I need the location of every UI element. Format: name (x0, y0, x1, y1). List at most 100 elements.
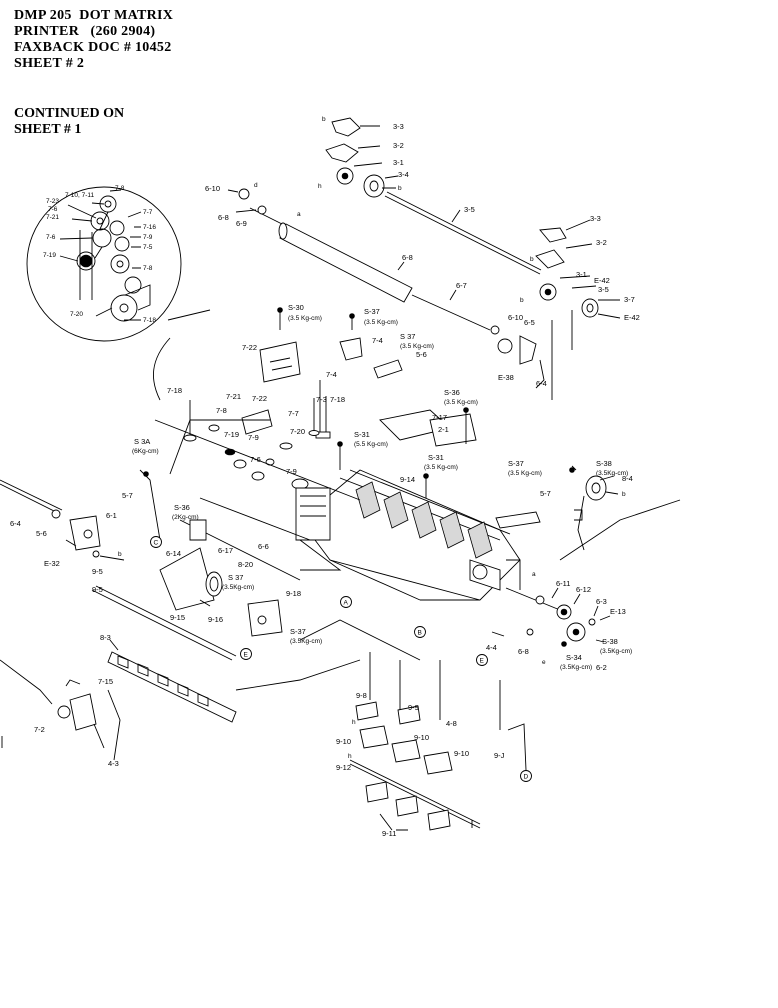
label-4-4: 4-4 (486, 643, 497, 652)
label-3-7: 3-7 (624, 295, 635, 304)
label-6-7: 6-7 (456, 281, 467, 290)
label-3-3b: 3-3 (590, 214, 601, 223)
inset-label-7-10-7-11: 7-10, 7-11 (65, 192, 95, 199)
inset-label-7-18: 7-18 (143, 317, 156, 324)
inset-label-7-21: 7-21 (46, 214, 59, 221)
label-9-j: 9-J (494, 751, 505, 760)
label-3-1b: 3-1 (576, 270, 587, 279)
label-3-1a: 3-1 (393, 158, 404, 167)
label-9-5: 9-5 (92, 567, 103, 576)
label-7-17: 7-17 (432, 413, 447, 422)
label-s-34b-torque: (3.5Kg-cm) (560, 664, 592, 671)
label-6-4b: 6-4 (10, 519, 21, 528)
continued-line-2: SHEET # 1 (14, 122, 82, 137)
label-s-37e: S-37 (290, 627, 306, 636)
label-s-34b: S-34 (566, 653, 582, 662)
label-s-38a: S-38 (596, 459, 612, 468)
label-e-38: E-38 (498, 373, 514, 382)
label-s-36b: S-36 (174, 503, 190, 512)
inset-label-7-5: 7-5 (143, 244, 153, 251)
ref-h-3: h (348, 753, 352, 760)
label-7-20a: 7-20 (290, 427, 305, 436)
circle-ref-c: C (154, 540, 159, 547)
label-s-31b-torque: (3.5 Kg-cm) (424, 464, 458, 471)
circle-ref-b: B (418, 630, 422, 637)
label-4-3: 4-3 (108, 759, 119, 768)
doc-header: DMP 205 DOT MATRIX PRINTER (260 2904) FA… (14, 8, 173, 72)
inset-label-7-23: 7-23 (46, 198, 59, 205)
left-side-parts: 6-4 5-6 6-1 E-32 9-5 5-7 S 3A (6Kg-cm) b (0, 437, 161, 576)
label-7-2: 7-2 (34, 725, 45, 734)
label-3-5b: 3-5 (598, 285, 609, 294)
label-9-10c: 9-10 (454, 749, 469, 758)
ref-a-1: a (297, 211, 301, 218)
label-7-4: 7-4 (372, 336, 383, 345)
ref-b-6: b (118, 551, 122, 558)
label-7-18b: 7-18 (330, 395, 345, 404)
label-s-37d-torque: (3.5Kg-cm) (222, 584, 254, 591)
label-7-3: 7-3 (316, 395, 327, 404)
label-s-36a: S-36 (444, 388, 460, 397)
inset-label-7-8b: 7-8 (143, 265, 153, 272)
inset-label-7-20: 7-20 (70, 311, 83, 318)
label-7-18: 7-18 (167, 386, 182, 395)
top-right-gear-cluster: 3-3 3-2 3-1 E-42 3-5 3-7 E-42 b b (520, 214, 640, 322)
label-7-19: 7-19 (224, 430, 239, 439)
right-lower-gears: 6-11 6-12 6-3 E-13 S-38 (3.5Kg-cm) 6-8 S… (505, 571, 632, 672)
label-s-36b-torque: (2Kg-cm) (172, 514, 199, 521)
ref-b-4: b (520, 297, 524, 304)
label-6-1: 6-1 (106, 511, 117, 520)
header-line-2: PRINTER (260 2904) (14, 24, 156, 39)
header-line-3: FAXBACK DOC # 10452 (14, 40, 172, 55)
ref-b-2: b (398, 185, 402, 192)
label-5-6b: 5-6 (36, 529, 47, 538)
bar-8-3: 8-3 (91, 585, 237, 723)
label-7-5: 7-4 (326, 370, 337, 379)
label-s-37c: S-37 (508, 459, 524, 468)
label-5-8: 5-7 (540, 489, 551, 498)
label-s-37c-torque: (3.5 Kg-cm) (508, 470, 542, 477)
lower-left-parts: 7-15 7-2 4-3 (0, 659, 121, 768)
circle-ref-d: D (524, 774, 529, 781)
label-2-1: 2-1 (438, 425, 449, 434)
label-s-38a-torque: (3.5Kg-cm) (596, 470, 628, 477)
label-8-4: 8-4 (622, 474, 633, 483)
label-9-16: 9-16 (208, 615, 223, 624)
label-6-9: 6-9 (236, 219, 247, 228)
label-3-4: 3-4 (398, 170, 409, 179)
platen-right-end-parts: 6-10 6-5 E-38 6-4 (490, 310, 573, 400)
label-7-21: 7-21 (226, 392, 241, 401)
label-3-2a: 3-2 (393, 141, 404, 150)
label-6-12: 6-12 (576, 585, 591, 594)
ref-b-1: b (322, 116, 326, 123)
label-6-2: 6-2 (596, 663, 607, 672)
inset-label-7-8: 7-8 (115, 185, 125, 192)
inset-label-7-7: 7-7 (143, 209, 153, 216)
label-6-10a: 6-10 (205, 184, 220, 193)
label-5-7: 5-7 (122, 491, 133, 500)
circle-ref-e1: E (244, 652, 249, 659)
label-7-22: 7-22 (242, 343, 257, 352)
right-middle-bracket: S-36 (3.5 Kg-cm) 7-17 2-1 S-31 (5.5 Kg-c… (337, 388, 551, 529)
continued-note: CONTINUED ON SHEET # 1 (14, 106, 124, 138)
left-side-frame: S-36 (2Kg-cm) 6-14 6-17 6-6 8-20 S 37 (3… (92, 503, 322, 645)
label-s-30-torque: (3.5 Kg-cm) (288, 315, 322, 322)
printer-chassis (154, 419, 521, 601)
label-6-8b: 6-8 (402, 253, 413, 262)
label-s-38b: S-38 (602, 637, 618, 646)
label-s-30: S-30 (288, 303, 304, 312)
top-left-gear-cluster: 3-3 3-2 3-1 3-4 b h b (318, 116, 409, 198)
label-7-22b: 7-22 (252, 394, 267, 403)
ref-e-1: e (542, 659, 546, 666)
circled-references: C A E B E D (150, 536, 532, 782)
ref-h-1: h (318, 183, 322, 190)
label-s-37a: S-37 (364, 307, 380, 316)
label-6-17: 6-17 (218, 546, 233, 555)
label-8-20: 8-20 (238, 560, 253, 569)
long-shaft: 3-5 (384, 191, 542, 275)
inset-label-7-16: 7-16 (143, 224, 156, 231)
ref-h-2: h (352, 719, 356, 726)
label-e-42b: E-42 (624, 313, 640, 322)
label-9-10b: 9-10 (414, 733, 429, 742)
